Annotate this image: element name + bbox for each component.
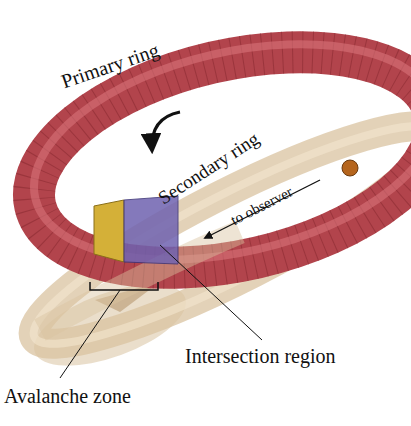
leader-line — [160, 245, 262, 340]
leader-line — [60, 290, 120, 378]
observer-ball — [342, 160, 358, 176]
label-text: Intersection region — [185, 346, 336, 366]
zone-bracket — [90, 282, 158, 290]
avalanche-band — [94, 200, 124, 262]
observer-arrow — [205, 180, 320, 238]
label-text: Avalanche zone — [4, 386, 131, 406]
rotation-arrow — [152, 112, 180, 150]
